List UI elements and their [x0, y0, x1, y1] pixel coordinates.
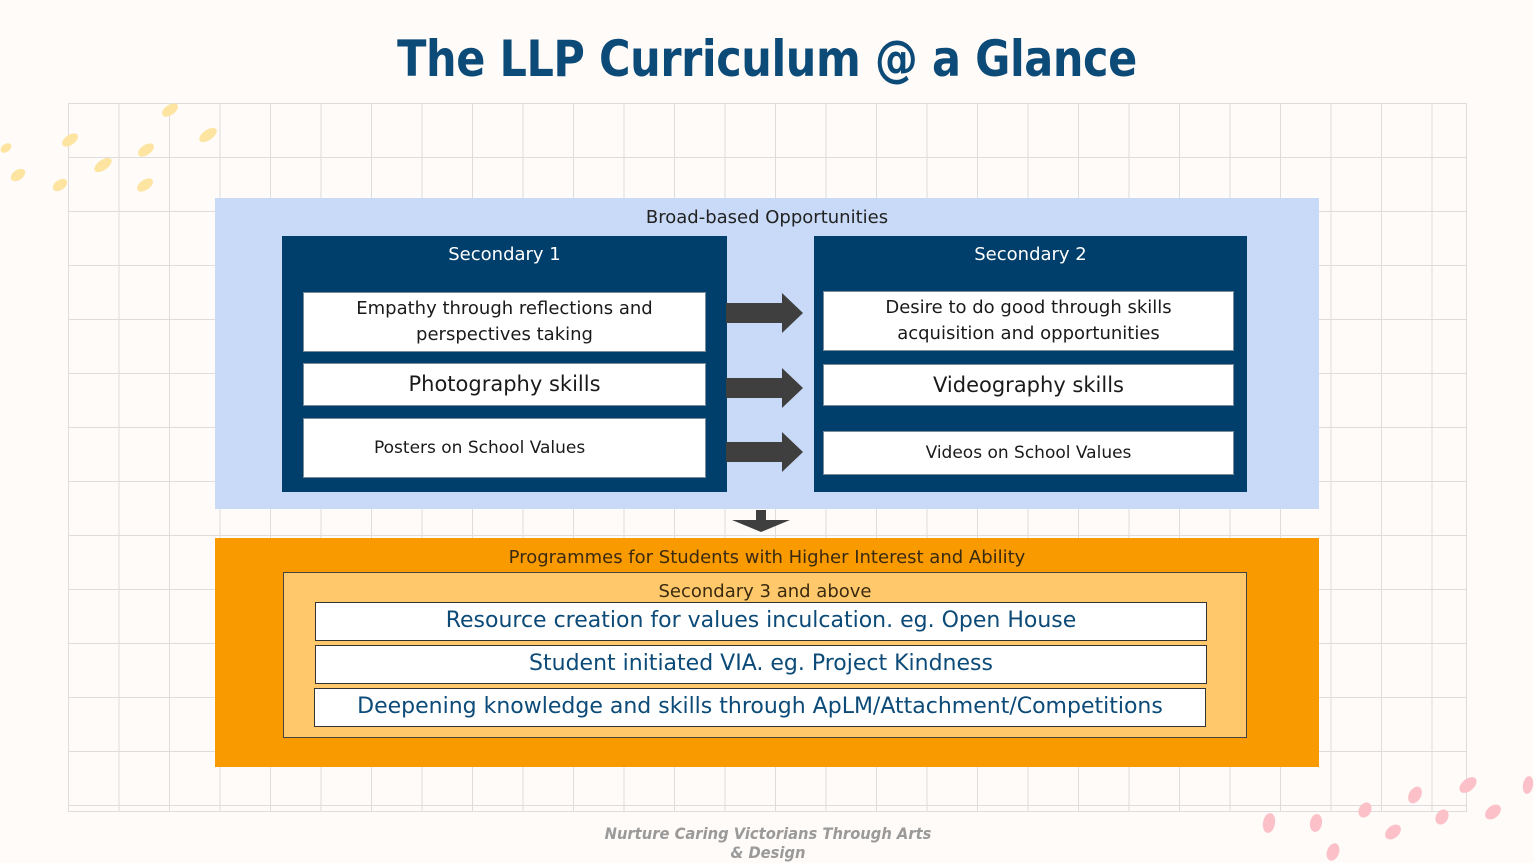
higher-interest-heading: Programmes for Students with Higher Inte…: [508, 547, 1026, 568]
secondary-3-heading: Secondary 3 and above: [658, 581, 872, 602]
sec2-item-desire: Desire to do good through skills acquisi…: [823, 291, 1234, 351]
higher-item-via: Student initiated VIA. eg. Project Kindn…: [315, 645, 1207, 684]
arrow-right-icon: [726, 293, 803, 333]
sec1-item-empathy: Empathy through reflections and perspect…: [303, 292, 706, 352]
sec2-item-videos: Videos on School Values: [823, 431, 1234, 475]
secondary-1-heading: Secondary 1: [448, 244, 561, 265]
higher-item-deepening: Deepening knowledge and skills through A…: [314, 688, 1206, 727]
broad-based-heading: Broad-based Opportunities: [645, 207, 889, 228]
secondary-2-heading: Secondary 2: [974, 244, 1087, 265]
sec2-item-videography: Videography skills: [823, 364, 1234, 406]
page-title: The LLP Curriculum @ a Glance: [397, 30, 1137, 88]
arrow-down-icon: [732, 510, 790, 532]
sec1-item-photography: Photography skills: [303, 363, 706, 406]
arrow-right-icon: [726, 432, 803, 472]
higher-item-resource: Resource creation for values inculcation…: [315, 602, 1207, 641]
arrow-right-icon: [726, 368, 803, 408]
footer-tagline: Nurture Caring Victorians Through Arts &…: [604, 824, 932, 862]
sec1-item-posters: Posters on School Values: [303, 418, 706, 478]
